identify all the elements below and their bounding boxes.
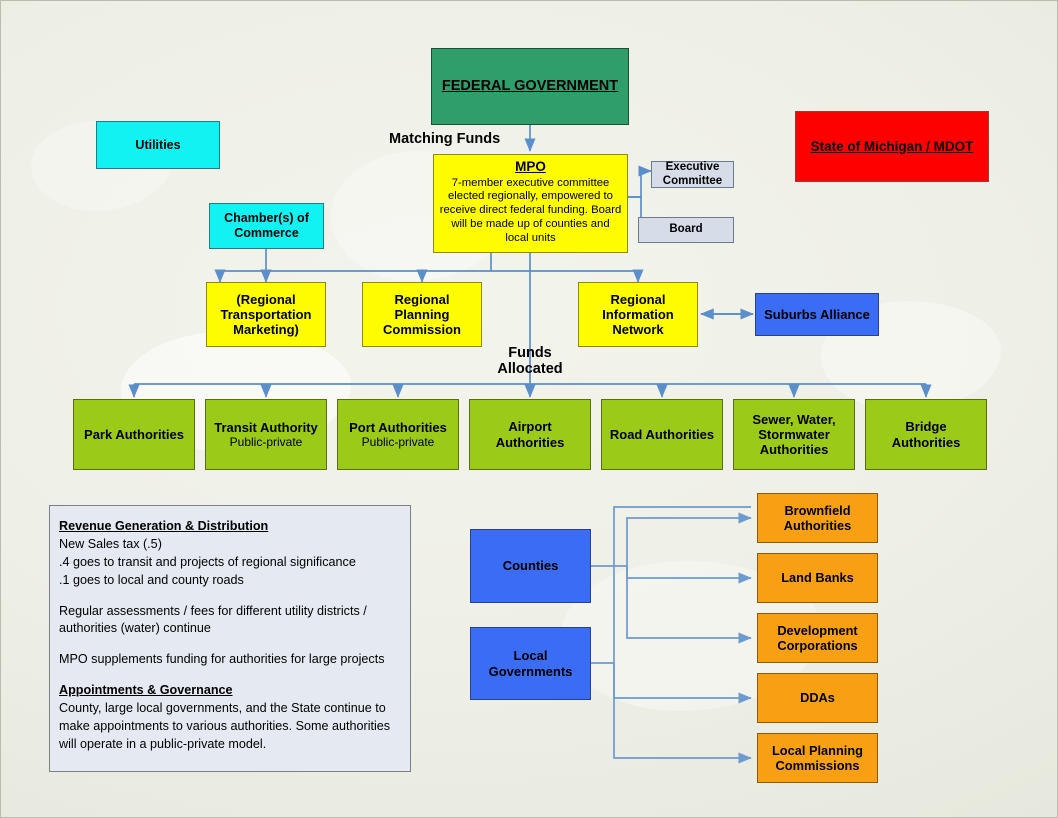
transit-authority-line1: Transit Authority bbox=[214, 419, 318, 435]
notes-heading-appointments: Appointments & Governance bbox=[59, 683, 233, 698]
bridge-authorities-line1: Bridge bbox=[905, 419, 947, 435]
chamber-line2: Commerce bbox=[234, 226, 299, 240]
park-authorities-box[interactable]: Park Authorities bbox=[73, 399, 195, 470]
counties-label: Counties bbox=[502, 558, 559, 574]
matching-funds-label: Matching Funds bbox=[389, 131, 501, 147]
local-planning-line2: Commissions bbox=[775, 758, 860, 773]
rpc-line3: Commission bbox=[382, 322, 461, 338]
sewer-water-stormwater-authorities-box[interactable]: Sewer, Water, Stormwater Authorities bbox=[733, 399, 855, 470]
notes-revenue-line-5: authorities (water) continue bbox=[59, 621, 211, 636]
sewer-line1: Sewer, Water, bbox=[752, 411, 836, 427]
notes-revenue-line-4: Regular assessments / fees for different… bbox=[59, 603, 367, 618]
local-planning-line1: Local Planning bbox=[771, 742, 863, 758]
bridge-authorities-box[interactable]: Bridge Authorities bbox=[865, 399, 987, 470]
rtm-line1: (Regional bbox=[236, 291, 296, 307]
chamber-of-commerce-box[interactable]: Chamber(s) of Commerce bbox=[209, 203, 324, 249]
state-of-michigan-mdot-label: State of Michigan / MDOT bbox=[810, 138, 974, 154]
development-corporations-line1: Development bbox=[777, 622, 858, 638]
ddas-line1: DDAs bbox=[800, 690, 835, 706]
board-box[interactable]: Board bbox=[638, 217, 734, 243]
rpc-line2: Planning bbox=[394, 306, 450, 322]
chamber-line1: Chamber(s) of bbox=[224, 211, 309, 226]
brownfield-line2: Authorities bbox=[783, 518, 852, 533]
brownfield-authorities-box[interactable]: Brownfield Authorities bbox=[757, 493, 878, 543]
regional-information-network-box[interactable]: Regional Information Network bbox=[578, 282, 698, 347]
local-governments-line1: Local bbox=[513, 648, 548, 664]
bridge-authorities-line2: Authorities bbox=[891, 434, 961, 450]
port-authorities-line1: Port Authorities bbox=[349, 419, 447, 435]
port-authorities-sub: Public-private bbox=[361, 435, 435, 450]
funds-allocated-label: Funds Allocated bbox=[479, 345, 581, 377]
suburbs-alliance-label: Suburbs Alliance bbox=[764, 306, 870, 322]
funds-allocated-line1: Funds bbox=[508, 345, 552, 361]
counties-box[interactable]: Counties bbox=[470, 529, 591, 603]
board-label: Board bbox=[669, 223, 703, 236]
executive-committee-line2: Committee bbox=[662, 174, 723, 187]
federal-government-box[interactable]: FEDERAL GOVERNMENT bbox=[431, 48, 629, 125]
development-corporations-box[interactable]: Development Corporations bbox=[757, 613, 878, 663]
land-banks-line1: Land Banks bbox=[781, 570, 854, 586]
road-authorities-line1: Road Authorities bbox=[609, 426, 715, 442]
notes-heading-revenue: Revenue Generation & Distribution bbox=[59, 519, 269, 533]
sewer-line3: Authorities bbox=[759, 442, 829, 458]
park-authorities-line1: Park Authorities bbox=[84, 426, 184, 442]
notes-appointments-line-3: will operate in a public-private model. bbox=[59, 736, 267, 751]
notes-appointments-line-2: make appointments to various authorities… bbox=[59, 718, 391, 733]
executive-committee-box[interactable]: Executive Committee bbox=[651, 161, 734, 188]
local-governments-line2: Governments bbox=[488, 663, 573, 679]
transit-authority-sub: Public-private bbox=[229, 435, 303, 450]
regional-transportation-marketing-box[interactable]: (Regional Transportation Marketing) bbox=[206, 282, 326, 347]
mpo-title: MPO bbox=[515, 159, 546, 174]
notes-revenue-line-2: .4 goes to transit and projects of regio… bbox=[59, 554, 356, 569]
ddas-box[interactable]: DDAs bbox=[757, 673, 878, 723]
airport-authorities-line2: Authorities bbox=[495, 434, 565, 450]
rtm-line3: Marketing) bbox=[233, 322, 299, 338]
mpo-body: 7-member executive committee elected reg… bbox=[439, 176, 622, 245]
brownfield-line1: Brownfield bbox=[784, 502, 851, 518]
mpo-box[interactable]: MPO 7-member executive committee elected… bbox=[433, 154, 628, 253]
airport-authorities-box[interactable]: Airport Authorities bbox=[469, 399, 591, 470]
regional-planning-commission-box[interactable]: Regional Planning Commission bbox=[362, 282, 482, 347]
executive-committee-line1: Executive bbox=[665, 160, 720, 173]
utilities-box[interactable]: Utilities bbox=[96, 121, 220, 169]
notes-spacer-2 bbox=[59, 638, 401, 651]
funds-allocated-line2: Allocated bbox=[497, 361, 563, 378]
suburbs-alliance-box[interactable]: Suburbs Alliance bbox=[755, 293, 879, 336]
federal-government-label: FEDERAL GOVERNMENT bbox=[441, 77, 619, 94]
road-authorities-box[interactable]: Road Authorities bbox=[601, 399, 723, 470]
sewer-line2: Stormwater bbox=[758, 426, 830, 442]
airport-authorities-line1: Airport bbox=[508, 419, 552, 435]
notes-spacer-1 bbox=[59, 590, 401, 603]
rin-line2: Information bbox=[602, 306, 674, 322]
rpc-line1: Regional bbox=[394, 291, 450, 307]
port-authorities-box[interactable]: Port Authorities Public-private bbox=[337, 399, 459, 470]
notes-panel: Revenue Generation & Distribution New Sa… bbox=[49, 505, 411, 772]
notes-revenue-line-3: .1 goes to local and county roads bbox=[59, 572, 244, 587]
state-of-michigan-mdot-box[interactable]: State of Michigan / MDOT bbox=[795, 111, 989, 182]
local-planning-commissions-box[interactable]: Local Planning Commissions bbox=[757, 733, 878, 783]
transit-authority-box[interactable]: Transit Authority Public-private bbox=[205, 399, 327, 470]
local-governments-box[interactable]: Local Governments bbox=[470, 627, 591, 700]
rin-line3: Network bbox=[612, 322, 664, 338]
land-banks-box[interactable]: Land Banks bbox=[757, 553, 878, 603]
rin-line1: Regional bbox=[610, 291, 666, 307]
development-corporations-line2: Corporations bbox=[777, 638, 858, 653]
notes-revenue-line-6: MPO supplements funding for authorities … bbox=[59, 652, 385, 667]
notes-revenue-line-1: New Sales tax (.5) bbox=[59, 536, 162, 551]
notes-appointments-line-1: County, large local governments, and the… bbox=[59, 701, 386, 715]
utilities-label: Utilities bbox=[135, 137, 181, 152]
notes-spacer-3 bbox=[59, 669, 401, 682]
rtm-line2: Transportation bbox=[220, 306, 312, 322]
